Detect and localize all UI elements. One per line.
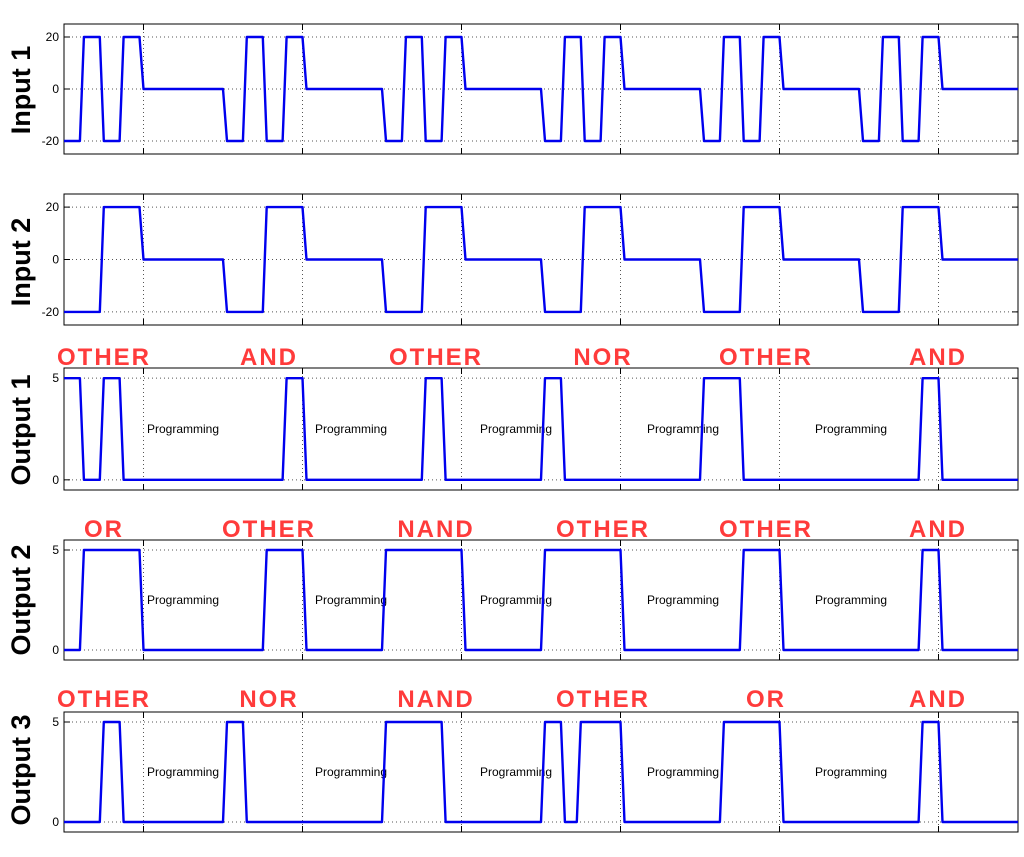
signal-trace bbox=[64, 548, 1018, 652]
y-tick-label: 0 bbox=[52, 253, 59, 267]
signal-trace bbox=[64, 35, 1018, 143]
signal-trace bbox=[64, 720, 1018, 824]
programming-annotation: Programming bbox=[315, 765, 387, 779]
programming-annotation: Programming bbox=[815, 765, 887, 779]
y-tick-label: -20 bbox=[42, 305, 60, 319]
y-tick-label: -20 bbox=[42, 134, 60, 148]
axes-frame bbox=[63, 711, 1019, 833]
gate-label: OR bbox=[84, 516, 124, 543]
y-axis-label: Output 1 bbox=[6, 375, 36, 486]
y-tick-label: 5 bbox=[52, 715, 59, 729]
programming-annotation: Programming bbox=[315, 593, 387, 607]
gate-label: AND bbox=[909, 344, 967, 371]
gate-label: NOR bbox=[573, 344, 632, 371]
y-axis-label: Output 3 bbox=[6, 715, 36, 826]
programming-annotation: Programming bbox=[480, 593, 552, 607]
y-tick-label: 0 bbox=[52, 82, 59, 96]
gate-label: NAND bbox=[397, 686, 474, 713]
programming-annotation: Programming bbox=[647, 765, 719, 779]
gate-label: OTHER bbox=[719, 344, 813, 371]
gate-label: AND bbox=[240, 344, 298, 371]
y-axis-label: Input 2 bbox=[6, 218, 36, 307]
axes-frame bbox=[63, 539, 1019, 661]
gate-label: AND bbox=[909, 686, 967, 713]
y-tick-label: 0 bbox=[52, 643, 59, 657]
programming-annotation: Programming bbox=[815, 422, 887, 436]
gate-label: OR bbox=[746, 686, 786, 713]
gate-label: OTHER bbox=[222, 516, 316, 543]
panel-3: 0 5 Output 1 OTHER AND OTHER NOR OTHER AND Progra… bbox=[6, 344, 1019, 491]
gate-label: OTHER bbox=[57, 686, 151, 713]
gate-label: OTHER bbox=[389, 344, 483, 371]
programming-annotation: Programming bbox=[147, 593, 219, 607]
gate-label: NOR bbox=[239, 686, 298, 713]
gate-label: NAND bbox=[397, 516, 474, 543]
gate-label: AND bbox=[909, 516, 967, 543]
gate-label: OTHER bbox=[719, 516, 813, 543]
y-tick-label: 0 bbox=[52, 473, 59, 487]
programming-annotation: Programming bbox=[315, 422, 387, 436]
programming-annotation: Programming bbox=[147, 422, 219, 436]
programming-annotation: Programming bbox=[480, 422, 552, 436]
signal-trace bbox=[64, 205, 1018, 314]
gate-label: OTHER bbox=[556, 516, 650, 543]
gate-label: OTHER bbox=[57, 344, 151, 371]
panel-4: 0 5 Output 2 OR OTHER NAND OTHER OTHER AND Progra… bbox=[6, 516, 1019, 661]
y-tick-label: 20 bbox=[46, 30, 60, 44]
y-tick-label: 0 bbox=[52, 815, 59, 829]
y-tick-label: 5 bbox=[52, 371, 59, 385]
panel-5: 0 5 Output 3 OTHER NOR NAND OTHER OR AND Programm… bbox=[6, 686, 1019, 833]
y-axis-label: Input 1 bbox=[6, 46, 36, 135]
y-tick-label: 5 bbox=[52, 543, 59, 557]
programming-annotation: Programming bbox=[815, 593, 887, 607]
y-axis-label: Output 2 bbox=[6, 545, 36, 656]
programming-annotation: Programming bbox=[647, 422, 719, 436]
programming-annotation: Programming bbox=[647, 593, 719, 607]
signal-trace bbox=[64, 377, 1018, 481]
programming-annotation: Programming bbox=[480, 765, 552, 779]
programming-annotation: Programming bbox=[147, 765, 219, 779]
y-tick-label: 20 bbox=[46, 200, 60, 214]
gate-label: OTHER bbox=[556, 686, 650, 713]
axes-frame bbox=[63, 367, 1019, 491]
